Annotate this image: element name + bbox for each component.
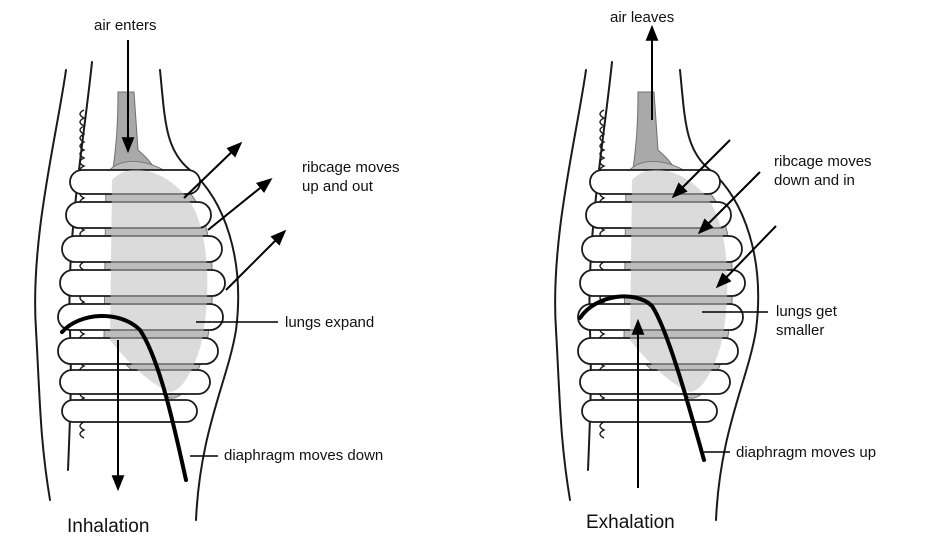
air-enters-label: air enters xyxy=(94,16,157,35)
diaphragm-down-label: diaphragm moves down xyxy=(224,446,383,465)
ribcage-down-in-label: ribcage moves down and in xyxy=(774,152,872,190)
ribcage-up-out-label: ribcage moves up and out xyxy=(302,158,400,196)
diaphragm-up-label: diaphragm moves up xyxy=(736,443,876,462)
air-leaves-label: air leaves xyxy=(610,8,674,27)
inhalation-caption: Inhalation xyxy=(67,516,149,538)
thorax-inhalation xyxy=(35,62,238,520)
lungs-smaller-label: lungs get smaller xyxy=(776,302,837,340)
exhalation-caption: Exhalation xyxy=(586,512,675,534)
lungs-expand-label: lungs expand xyxy=(285,313,374,332)
